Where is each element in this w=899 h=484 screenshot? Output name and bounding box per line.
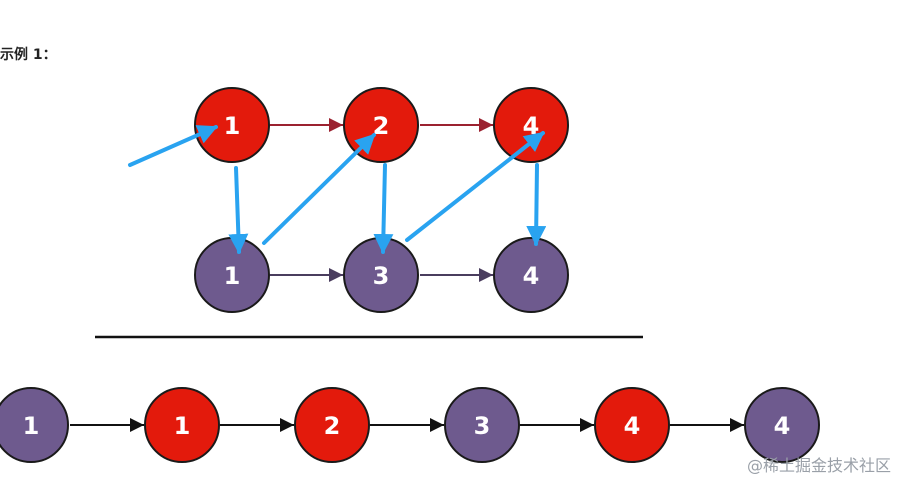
merge-arrow-a2-b3: [373, 163, 394, 254]
watermark: @稀土掘金技术社区: [746, 456, 891, 475]
list-a-node: 1: [194, 87, 270, 163]
node-label: 1: [174, 412, 191, 440]
merge-arrow-a1-b1: [228, 166, 249, 254]
node-label: 1: [224, 112, 241, 140]
node-label: 2: [324, 412, 341, 440]
list-b-node: 3: [343, 237, 419, 313]
node-label: 1: [224, 262, 241, 290]
result-node: 3: [444, 387, 520, 463]
list-b-node: 4: [493, 237, 569, 313]
node-label: 1: [23, 412, 40, 440]
list-a-node: 4: [493, 87, 569, 163]
merge-arrow-b1-a2: [262, 133, 376, 245]
result-node: 2: [294, 387, 370, 463]
merge-arrow-start: [128, 125, 218, 167]
example-heading: 示例 1：: [0, 47, 57, 63]
merge-arrow-b3-a4: [405, 131, 545, 242]
node-label: 3: [474, 412, 491, 440]
node-label: 2: [373, 112, 390, 140]
node-label: 4: [523, 262, 540, 290]
merge-path: [128, 125, 547, 254]
merge-arrow-a4-b4: [526, 163, 547, 246]
result-node: 1: [144, 387, 220, 463]
list-b-node: 1: [194, 237, 270, 313]
result-node: 4: [744, 387, 820, 463]
result-node: 4: [594, 387, 670, 463]
node-label: 4: [774, 412, 791, 440]
result-node: 1: [0, 387, 69, 463]
node-label: 3: [373, 262, 390, 290]
node-label: 4: [624, 412, 641, 440]
